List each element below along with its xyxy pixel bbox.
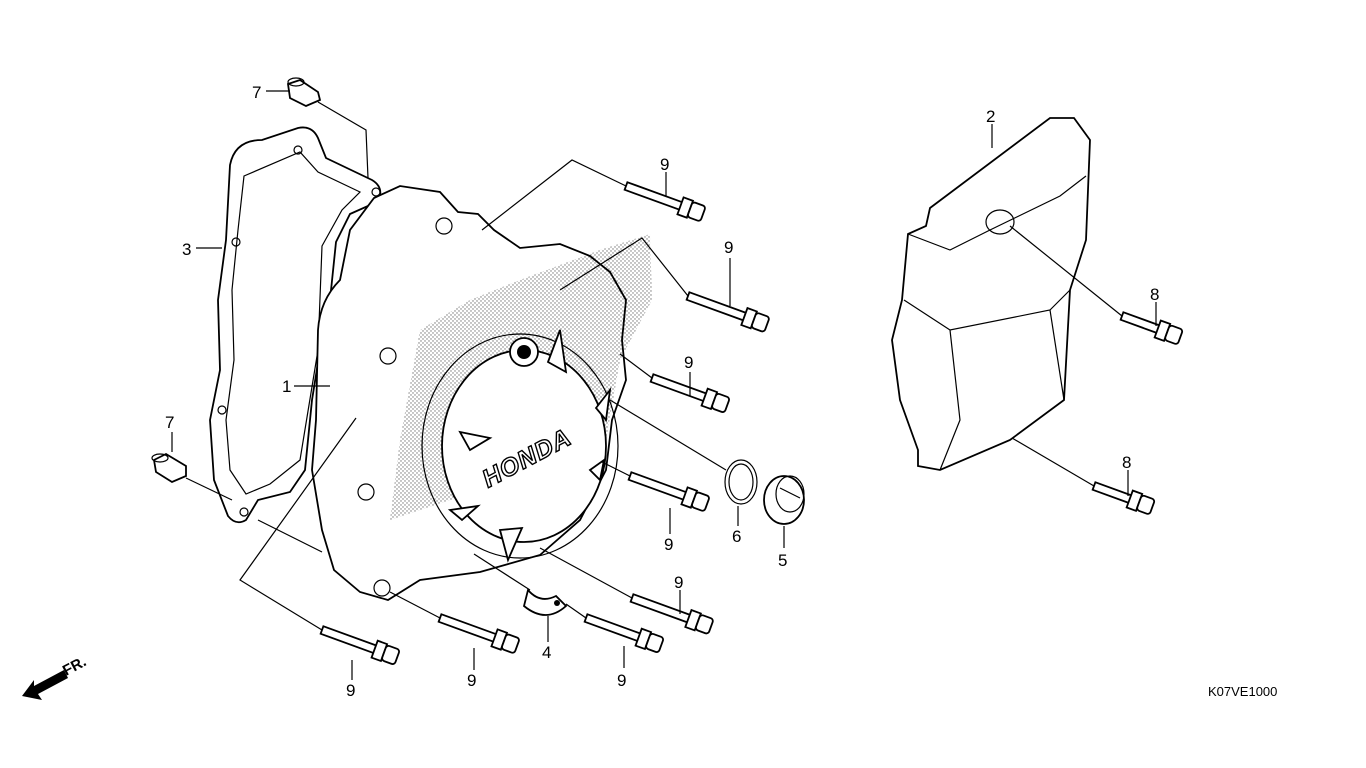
callout-9-g: 9 — [467, 671, 476, 690]
leader-lines — [171, 90, 1157, 680]
bolt-part-9-f — [583, 613, 664, 653]
callout-2: 2 — [986, 107, 995, 126]
callout-6: 6 — [732, 527, 741, 546]
callout-5: 5 — [778, 551, 787, 570]
clamp-part-4 — [522, 588, 568, 616]
bolt-part-9-h — [319, 625, 400, 665]
bolt-part-9-d — [627, 471, 710, 512]
bolt-part-9-e — [629, 593, 714, 635]
dowel-pin-part-7-left — [151, 452, 187, 484]
callout-9-d: 9 — [664, 535, 673, 554]
bolt-part-8-a — [1119, 311, 1184, 345]
front-direction-indicator: FR. — [22, 653, 89, 700]
callout-8-bottom: 8 — [1122, 453, 1131, 472]
callout-3: 3 — [182, 240, 191, 259]
dowel-pin-part-7-top — [287, 77, 322, 107]
bolt-part-9-b — [685, 291, 770, 333]
callout-8-top: 8 — [1150, 285, 1159, 304]
callout-9-b: 9 — [724, 238, 733, 257]
callout-7-left: 7 — [165, 413, 174, 432]
callout-9-e: 9 — [674, 573, 683, 592]
sprocket-cover-part-2 — [891, 117, 1091, 471]
plug-part-5 — [763, 475, 805, 525]
diagram-code: K07VE1000 — [1208, 684, 1277, 699]
bolt-part-9-a — [623, 181, 706, 222]
callout-9-f: 9 — [617, 671, 626, 690]
front-arrow-icon — [22, 670, 68, 700]
bolt-part-8-b — [1091, 481, 1156, 515]
crankcase-cover-part-1: HONDA — [311, 185, 652, 601]
callout-7-top: 7 — [252, 83, 261, 102]
callout-labels: 7 3 1 7 9 9 9 9 9 9 9 9 4 6 5 2 8 8 — [165, 83, 1159, 700]
bolt-part-9-g — [437, 613, 520, 654]
callout-9-c: 9 — [684, 353, 693, 372]
callout-9-a: 9 — [660, 155, 669, 174]
o-ring-part-6 — [724, 459, 758, 505]
callout-1: 1 — [282, 377, 291, 396]
callout-4: 4 — [542, 643, 551, 662]
gasket-part-3 — [209, 126, 382, 524]
callout-9-h: 9 — [346, 681, 355, 700]
